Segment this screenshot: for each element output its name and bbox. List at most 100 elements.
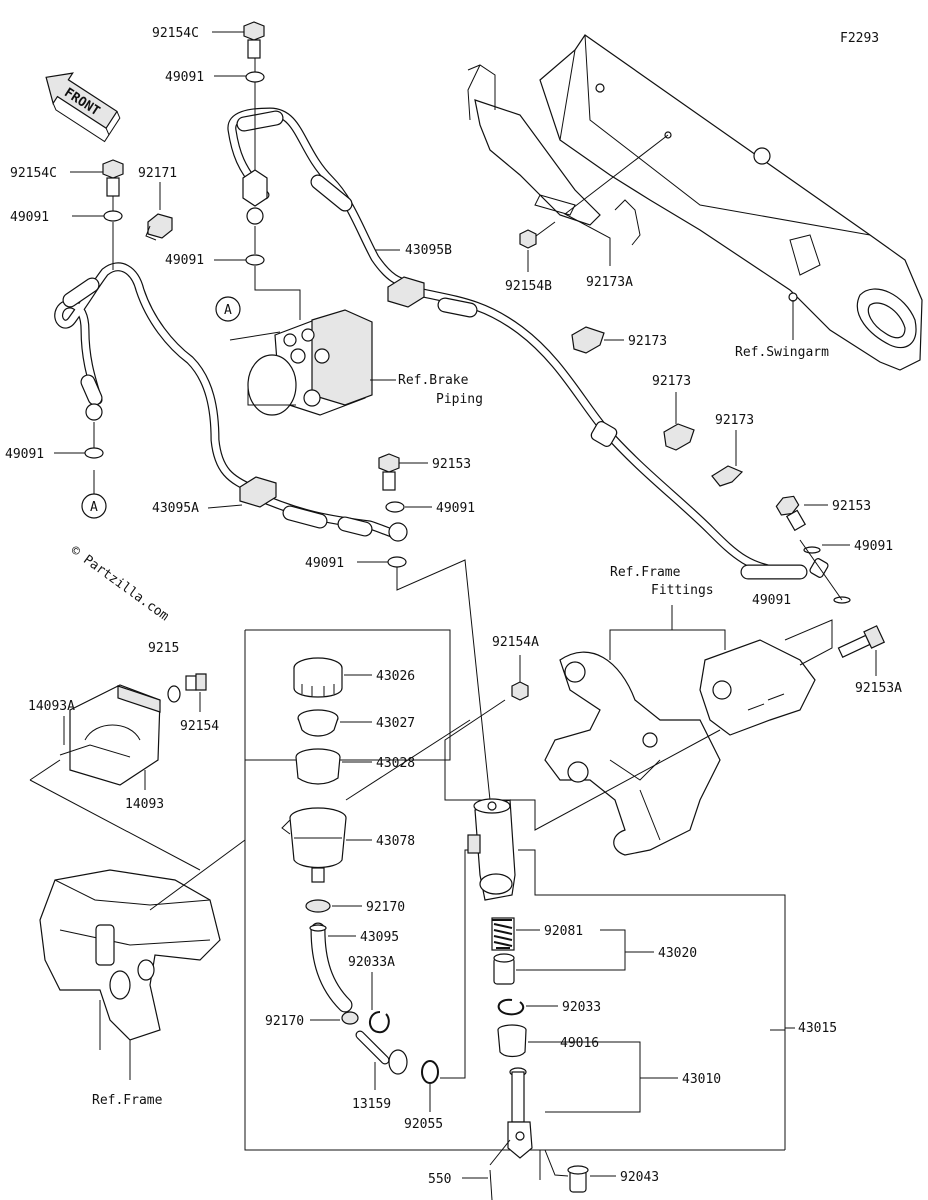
brake-hose-43095A — [54, 262, 408, 542]
diaphragm-plate-43027 — [297, 709, 339, 737]
bolt-92154B — [519, 221, 556, 249]
part-92171: 92171 — [138, 166, 177, 181]
part-92170-top: 92170 — [366, 900, 405, 915]
washer-49091-top — [245, 71, 265, 83]
clamp-92170-top — [305, 899, 331, 913]
part-43095: 43095 — [360, 930, 399, 945]
part-92153-partial: 9215 — [148, 641, 179, 656]
clamp-92173-b — [663, 423, 695, 451]
ref-brake-piping-1: Ref.Brake — [398, 373, 469, 388]
reservoir-43078 — [281, 807, 347, 883]
frame-graphic — [39, 869, 221, 1060]
part-14093: 14093 — [125, 797, 164, 812]
part-43095A: 43095A — [152, 501, 199, 516]
oring-92055 — [421, 1060, 439, 1084]
part-550: 550 — [428, 1172, 451, 1187]
washer-small-left — [167, 685, 181, 703]
clamp-92173-a — [571, 326, 605, 354]
part-92153-right: 92153 — [832, 499, 871, 514]
clamp-92173-c — [711, 465, 744, 487]
part-14093A: 14093A — [28, 699, 75, 714]
push-rod — [507, 1067, 533, 1159]
banjo-bolt-92154C-left — [102, 159, 124, 197]
part-49091-low-left: 49091 — [5, 447, 44, 462]
part-92154C-left: 92154C — [10, 166, 57, 181]
bolt-92154A — [511, 681, 529, 701]
boot-49016 — [497, 1024, 527, 1058]
part-43026: 43026 — [376, 669, 415, 684]
part-43028: 43028 — [376, 756, 415, 771]
piston-cup — [493, 953, 515, 985]
spring-92081 — [491, 917, 515, 951]
marker-a-top-label: A — [224, 303, 232, 318]
washer-49091-mid — [245, 254, 265, 266]
brake-hose-43095B — [227, 107, 829, 580]
part-92173A: 92173A — [586, 275, 633, 290]
frame-fittings-graphic — [544, 639, 816, 856]
washer-49091-low-left — [84, 447, 104, 459]
washer-49091-center-low — [387, 556, 407, 568]
pin-92043 — [567, 1165, 589, 1193]
part-43027: 43027 — [376, 716, 415, 731]
part-43078: 43078 — [376, 834, 415, 849]
part-92033A: 92033A — [348, 955, 395, 970]
part-92033: 92033 — [562, 1000, 601, 1015]
front-arrow-icon: FRONT — [45, 72, 121, 143]
circlip-92033 — [497, 998, 525, 1016]
watermark-text: © Partzilla.com — [68, 543, 172, 624]
master-cylinder-43015 — [467, 798, 516, 901]
reservoir-cap-43026 — [293, 657, 343, 698]
swingarm-graphic — [467, 34, 923, 371]
washer-49091-left — [103, 210, 123, 222]
clamp-92170-low — [341, 1011, 359, 1025]
ref-swingarm: Ref.Swingarm — [735, 345, 829, 360]
connector-13159 — [355, 1030, 408, 1075]
part-49091-mid: 49091 — [165, 253, 204, 268]
part-92153-mid: 92153 — [432, 457, 471, 472]
part-43020: 43020 — [658, 946, 697, 961]
part-92153A: 92153A — [855, 681, 902, 696]
marker-a-top — [215, 296, 241, 322]
part-92154B: 92154B — [505, 279, 552, 294]
part-13159: 13159 — [352, 1097, 391, 1112]
part-43010: 43010 — [682, 1072, 721, 1087]
banjo-bolt-92154C-top — [243, 21, 265, 59]
bolt-92153A — [837, 625, 886, 658]
part-49091-top: 49091 — [165, 70, 204, 85]
part-92055: 92055 — [404, 1117, 443, 1132]
ref-brake-piping-2: Piping — [436, 392, 483, 407]
banjo-bolt-92153-right — [775, 495, 807, 532]
part-92154A: 92154A — [492, 635, 539, 650]
ref-frame: Ref.Frame — [92, 1093, 163, 1108]
cover-14093 — [59, 684, 161, 786]
marker-a-left-label: A — [90, 500, 98, 515]
circlip-92033A — [369, 1011, 390, 1034]
part-92154: 92154 — [180, 719, 219, 734]
part-92081: 92081 — [544, 924, 583, 939]
part-92173-c: 92173 — [715, 413, 754, 428]
part-49091-right-a: 49091 — [854, 539, 893, 554]
part-92173-a: 92173 — [628, 334, 667, 349]
part-92154C-top: 92154C — [152, 26, 199, 41]
ref-frame-fittings-1: Ref.Frame — [610, 565, 681, 580]
part-49016: 49016 — [560, 1036, 599, 1051]
figure-code: F2293 — [840, 31, 879, 46]
hose-43095 — [309, 922, 353, 1013]
bolt-92154 — [185, 673, 207, 691]
part-43015: 43015 — [798, 1021, 837, 1036]
part-92043: 92043 — [620, 1170, 659, 1185]
clamp-92171 — [145, 213, 173, 241]
ref-frame-fittings-2: Fittings — [651, 583, 714, 598]
part-92170-low: 92170 — [265, 1014, 304, 1029]
diaphragm-43028 — [295, 748, 341, 785]
part-92173-b: 92173 — [652, 374, 691, 389]
abs-unit-graphic — [229, 309, 373, 416]
part-49091-left: 49091 — [10, 210, 49, 225]
part-49091-center: 49091 — [436, 501, 475, 516]
banjo-bolt-92153-mid — [378, 453, 400, 491]
part-43095B: 43095B — [405, 243, 452, 258]
washer-49091-center — [385, 501, 405, 513]
cotter-pin-550 — [489, 1169, 493, 1200]
part-49091-right-b: 49091 — [752, 593, 791, 608]
